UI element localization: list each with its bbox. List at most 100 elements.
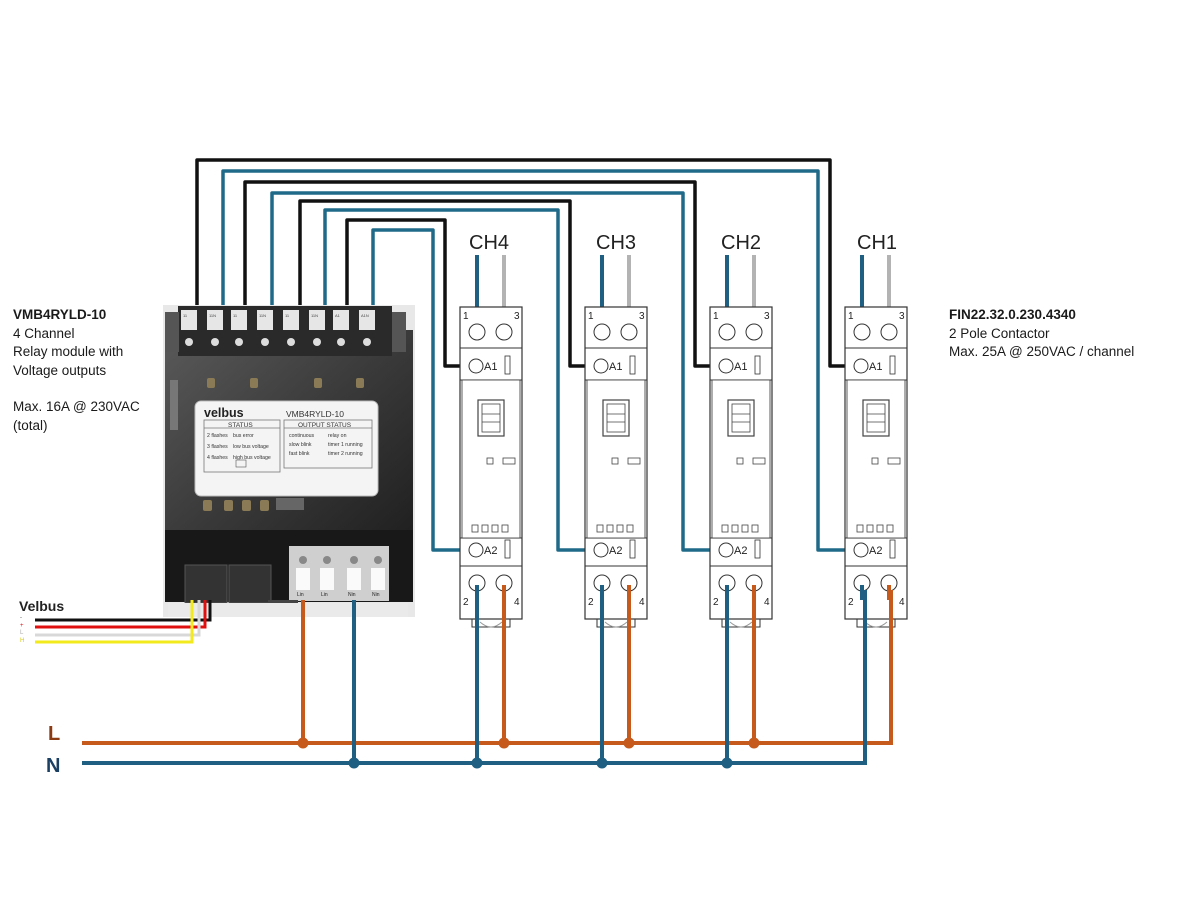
top-terminal-label: 11 <box>183 313 188 318</box>
terminal-screw <box>363 338 371 346</box>
status-header: STATUS <box>228 422 253 429</box>
velbus-wires <box>35 600 212 644</box>
channel-label-ch3: CH3 <box>596 232 637 254</box>
mains-wiring <box>82 585 893 769</box>
top-terminal <box>181 310 197 330</box>
top-terminal <box>333 310 349 330</box>
terminal-screw <box>211 338 219 346</box>
terminal-label-a1: A1 <box>609 361 622 373</box>
terminal-label-2: 2 <box>463 597 469 608</box>
terminal-label-2: 2 <box>848 597 854 608</box>
a2-control-wire <box>221 169 862 552</box>
relay-desc-line: Relay module with <box>13 344 124 359</box>
channel-label-ch4: CH4 <box>469 232 510 254</box>
junction-dot <box>623 737 635 749</box>
terminal-label-1: 1 <box>713 311 719 322</box>
bus-wire-plus <box>35 600 207 629</box>
junction-dot <box>721 757 733 769</box>
top-terminal <box>283 310 299 330</box>
terminal-label-4: 4 <box>514 597 520 608</box>
terminal-label-a1: A1 <box>734 361 747 373</box>
top-terminal-label: A1 <box>335 313 341 318</box>
terminal-label-a2: A2 <box>484 545 497 557</box>
output-row-meaning: timer 2 running <box>328 451 363 457</box>
contactor-desc-line: Max. 25A @ 250VAC / channel <box>949 344 1135 359</box>
terminal-label-1: 1 <box>463 311 469 322</box>
contactor-desc-line: 2 Pole Contactor <box>949 325 1050 341</box>
top-terminal <box>231 310 247 330</box>
status-row-code: 2 flashes <box>207 433 228 439</box>
status-row-meaning: high bus voltage <box>233 455 271 461</box>
junction-dot <box>498 737 510 749</box>
terminal-label-2: 2 <box>588 597 594 608</box>
terminal-label-1: 1 <box>588 311 594 322</box>
output-status-header: OUTPUT STATUS <box>298 422 352 429</box>
bus-wire-label: H <box>20 637 25 644</box>
terminal-label-3: 3 <box>639 311 645 322</box>
terminal-label-a1: A1 <box>869 361 882 373</box>
power-terminal <box>320 568 334 590</box>
terminal-screw <box>853 323 871 341</box>
terminal-label-a2: A2 <box>869 545 882 557</box>
junction-dot <box>297 737 309 749</box>
bus-wire-label: L <box>20 630 24 636</box>
top-terminal-label: 11N <box>209 313 216 318</box>
terminal-label-4: 4 <box>899 597 905 608</box>
power-terminal <box>347 568 361 590</box>
label-brand: velbus <box>204 406 244 420</box>
top-terminal <box>309 310 325 330</box>
a2-terminal-screw <box>718 542 734 558</box>
terminal-label-a2: A2 <box>734 545 747 557</box>
terminal-label-1: 1 <box>848 311 854 322</box>
a2-control-wire <box>323 208 600 552</box>
terminal-screw <box>745 323 763 341</box>
power-terminal-screw <box>350 556 358 564</box>
contactor-window <box>727 399 755 437</box>
bus-wire-label: + <box>20 622 24 629</box>
a1-control-wire <box>345 218 476 368</box>
bus-wire-high <box>35 600 194 644</box>
terminal-label-a1: A1 <box>484 361 497 373</box>
terminal-label-4: 4 <box>639 597 645 608</box>
terminal-screw <box>287 338 295 346</box>
channel-label-ch1: CH1 <box>857 232 898 254</box>
line-rail <box>82 590 893 745</box>
terminal-screw <box>337 338 345 346</box>
mains-neutral-label: N <box>46 755 61 777</box>
terminal-label-a2: A2 <box>609 545 622 557</box>
a1-terminal-screw <box>593 358 609 374</box>
a1-terminal-screw <box>718 358 734 374</box>
power-terminal-screw <box>323 556 331 564</box>
contactor-window <box>862 399 890 437</box>
terminal-screw <box>468 323 486 341</box>
bus-connector-2 <box>228 564 272 604</box>
power-terminal-label: Nin <box>372 592 380 598</box>
a1-control-wire <box>195 158 862 368</box>
top-terminal-label: 11N <box>259 313 266 318</box>
bus-wire-label: - <box>20 615 22 621</box>
terminal-label-3: 3 <box>514 311 520 322</box>
a1-control-wire <box>298 199 600 368</box>
terminal-screw <box>313 338 321 346</box>
top-terminal-label: 11N <box>311 313 318 318</box>
bus-connector-1 <box>184 564 228 604</box>
a2-terminal-screw <box>853 542 869 558</box>
top-terminal <box>359 310 375 330</box>
a1-terminal-screw <box>468 358 484 374</box>
label-model: VMB4RYLD-10 <box>286 409 344 419</box>
mains-line-label: L <box>48 723 61 745</box>
a1-terminal-screw <box>853 358 869 374</box>
terminal-screw <box>620 323 638 341</box>
power-terminal-label: Nin <box>348 592 356 598</box>
relay-desc-rating: Max. 16A @ 230VAC <box>13 399 140 414</box>
terminal-screw <box>718 323 736 341</box>
terminal-screw <box>880 323 898 341</box>
top-terminal-label: 11 <box>285 313 290 318</box>
power-terminal <box>371 568 385 590</box>
power-terminal-label: Lin <box>297 592 304 598</box>
